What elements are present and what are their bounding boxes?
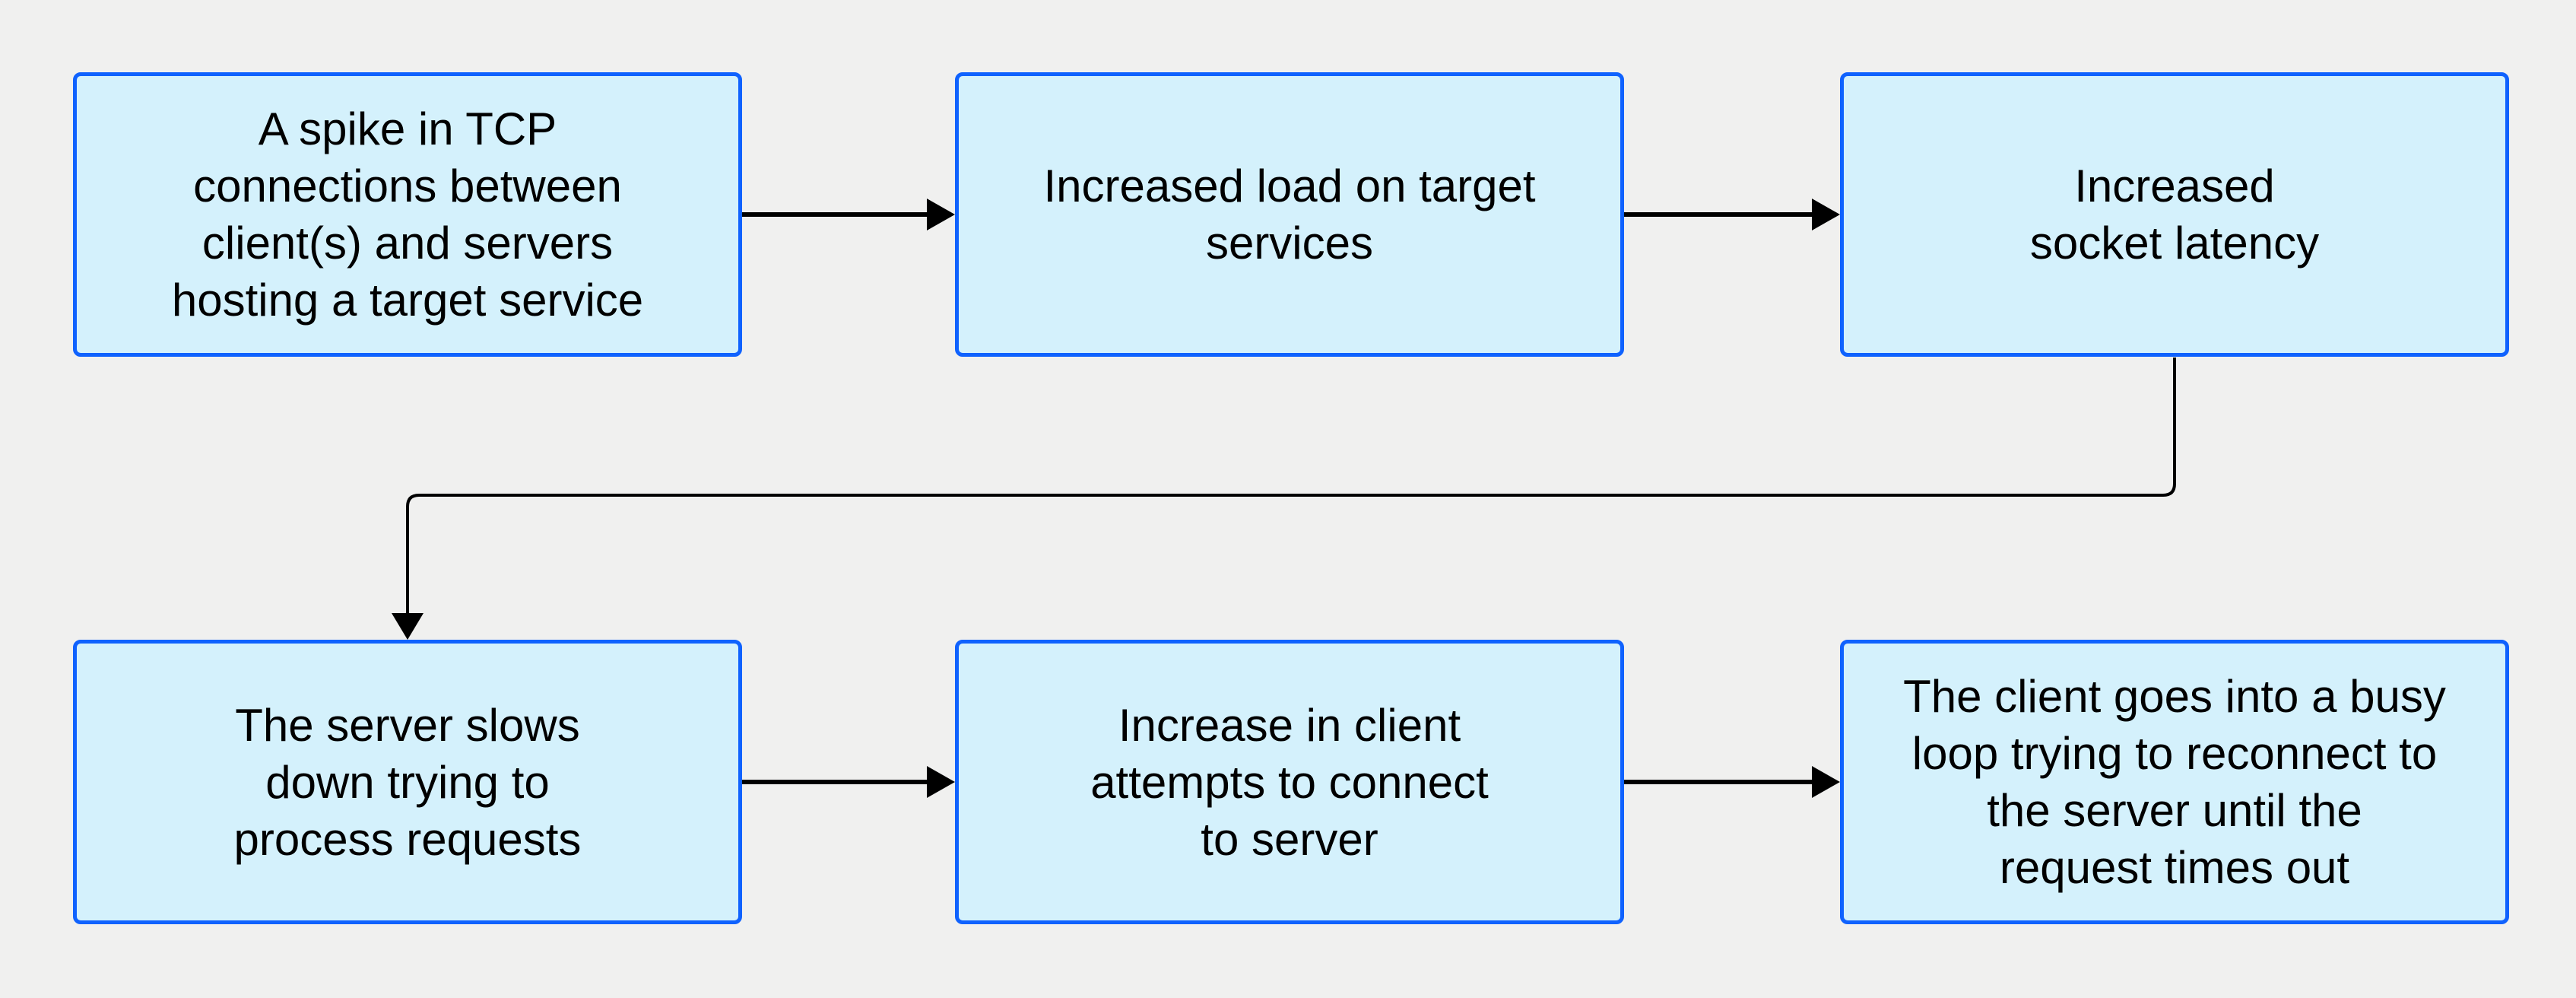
node-label: Increase in client attempts to connect t…: [1090, 699, 1489, 865]
connector-n3-n4: [392, 358, 2176, 640]
node-label: Increased load on target services: [1043, 161, 1536, 269]
node-tcp-spike: A spike in TCP connections between clien…: [73, 72, 742, 357]
arrowhead-right-icon: [927, 199, 955, 230]
node-client-busy-loop: The client goes into a busy loop trying …: [1840, 640, 2509, 924]
connector-n4-n5: [742, 766, 955, 798]
connector-n5-n6: [1624, 766, 1840, 798]
node-label: The client goes into a busy loop trying …: [1903, 671, 2446, 893]
node-label: A spike in TCP connections between clien…: [171, 103, 644, 326]
arrowhead-down-icon: [392, 613, 424, 640]
arrowhead-right-icon: [927, 766, 955, 798]
connector-n2-n3: [1624, 199, 1840, 230]
arrowhead-right-icon: [1812, 766, 1840, 798]
node-server-slows-down: The server slows down trying to process …: [73, 640, 742, 924]
connector-n1-n2: [742, 199, 955, 230]
node-label: The server slows down trying to process …: [233, 699, 582, 865]
connector-elbow-line: [406, 358, 2176, 615]
node-label: Increased socket latency: [2029, 161, 2320, 269]
arrowhead-right-icon: [1812, 199, 1840, 230]
node-client-connect-attempts: Increase in client attempts to connect t…: [955, 640, 1624, 924]
node-increased-load: Increased load on target services: [955, 72, 1624, 357]
node-increased-socket-latency: Increased socket latency: [1840, 72, 2509, 357]
